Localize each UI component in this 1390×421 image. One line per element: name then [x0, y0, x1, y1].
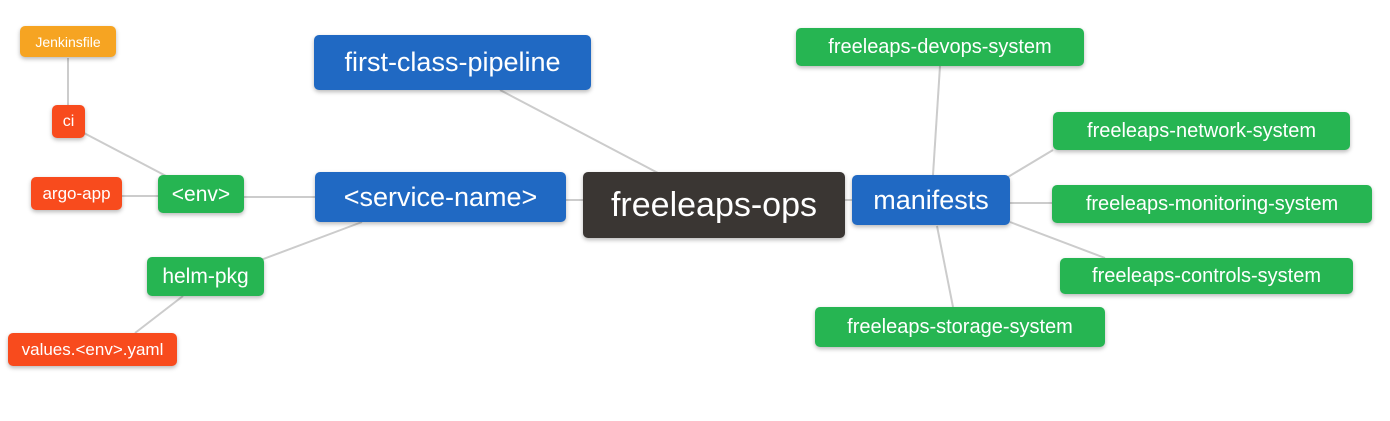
edge-manifests-to-freeleaps-controls-system: [1009, 221, 1106, 259]
node-label: helm-pkg: [162, 265, 249, 288]
node-label: freeleaps-storage-system: [847, 316, 1073, 338]
node-freeleaps-storage-system[interactable]: freeleaps-storage-system: [815, 307, 1105, 347]
node-freeleaps-monitoring-system[interactable]: freeleaps-monitoring-system: [1052, 185, 1372, 223]
node-freeleaps-ops[interactable]: freeleaps-ops: [583, 172, 845, 238]
node-label: ci: [62, 112, 75, 130]
node-label: argo-app: [42, 184, 111, 203]
edge-first-class-pipeline-to-freeleaps-ops: [499, 89, 659, 174]
node-manifests[interactable]: manifests: [852, 175, 1010, 225]
node-helm-pkg[interactable]: helm-pkg: [147, 257, 264, 296]
node-label: Jenkinsfile: [35, 33, 101, 50]
node-label: freeleaps-devops-system: [828, 36, 1052, 58]
node-label: values.<env>.yaml: [21, 340, 164, 359]
node-first-class-pipeline[interactable]: first-class-pipeline: [314, 35, 591, 90]
node-label: manifests: [873, 184, 989, 215]
node-label: <env>: [171, 182, 231, 206]
node-freeleaps-controls-system[interactable]: freeleaps-controls-system: [1060, 258, 1353, 294]
node-service-name[interactable]: <service-name>: [315, 172, 566, 222]
node-ci[interactable]: ci: [52, 105, 85, 138]
edge-ci-to-env: [81, 131, 169, 178]
node-label: freeleaps-network-system: [1087, 120, 1316, 142]
node-label: freeleaps-ops: [610, 186, 817, 224]
node-env[interactable]: <env>: [158, 175, 244, 213]
edge-helm-pkg-to-service-name: [257, 221, 363, 262]
edge-freeleaps-devops-system-to-manifests: [932, 65, 941, 176]
node-freeleaps-network-system[interactable]: freeleaps-network-system: [1053, 112, 1350, 150]
node-jenkinsfile[interactable]: Jenkinsfile: [20, 26, 116, 57]
node-values-env-yaml[interactable]: values.<env>.yaml: [8, 333, 177, 366]
edge-values-env-yaml-to-helm-pkg: [134, 295, 184, 334]
node-freeleaps-devops-system[interactable]: freeleaps-devops-system: [796, 28, 1084, 66]
node-argo-app[interactable]: argo-app: [31, 177, 122, 210]
edge-manifests-to-freeleaps-network-system: [1007, 149, 1054, 178]
node-label: first-class-pipeline: [344, 47, 561, 77]
node-label: freeleaps-controls-system: [1092, 265, 1321, 287]
edge-manifests-to-freeleaps-storage-system: [936, 225, 954, 308]
node-label: freeleaps-monitoring-system: [1085, 193, 1339, 215]
node-label: <service-name>: [343, 181, 538, 212]
